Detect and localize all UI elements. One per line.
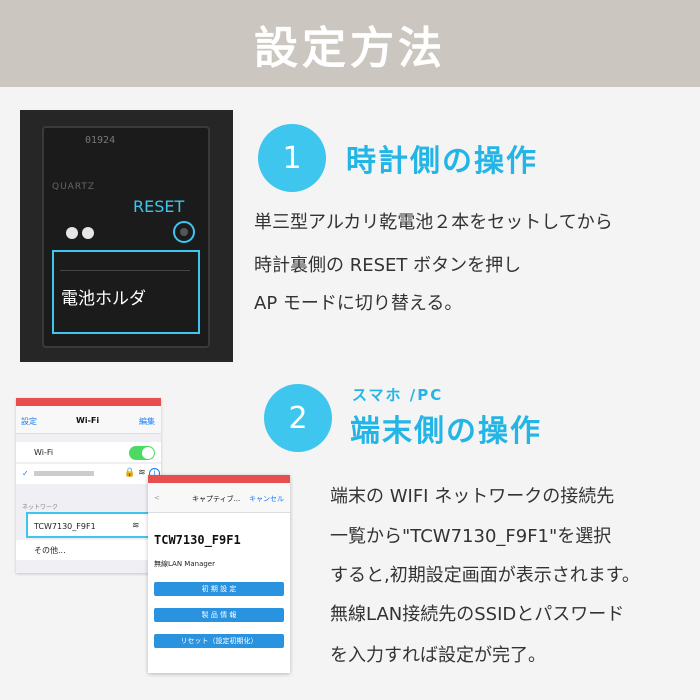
manager-label: 無線LAN Manager xyxy=(154,560,215,568)
step2-line: すると,初期設定画面が表示されます。 xyxy=(330,565,640,586)
step1-line: 時計裏側の RESET ボタンを押し xyxy=(254,255,522,276)
step2-line: 無線LAN接続先のSSIDとパスワード xyxy=(330,604,625,625)
step2-line: 端末の WIFI ネットワークの接続先 xyxy=(330,486,615,507)
edit-button[interactable]: 編集 xyxy=(139,417,155,426)
step1-line: AP モードに切り替える。 xyxy=(254,293,463,314)
status-bar xyxy=(16,398,161,406)
back-button[interactable]: 設定 xyxy=(21,417,37,426)
status-bar xyxy=(148,475,290,483)
step1-title: 時計側の操作 xyxy=(346,144,538,179)
wifi-toggle[interactable] xyxy=(129,446,155,460)
nav-bar: 設定 Wi-Fi 編集 xyxy=(16,406,161,434)
connected-network-name xyxy=(34,471,94,476)
battery-holder-label: 電池ホルダ xyxy=(61,289,146,309)
step2-badge: 2 xyxy=(264,384,332,452)
other-label: その他... xyxy=(34,546,66,555)
initial-setup-button[interactable]: 初 期 設 定 xyxy=(154,582,284,596)
battery-holder-highlight xyxy=(52,250,200,334)
network-row-tcw7130[interactable]: TCW7130_F9F1 ≋ xyxy=(26,512,157,538)
page-title: 設定方法 xyxy=(254,22,446,74)
product-info-button[interactable]: 製 品 情 報 xyxy=(154,608,284,622)
clock-photo: 01924 QUARTZ RESET 電池ホルダ xyxy=(20,110,233,362)
reset-settings-button[interactable]: リセット（設定初期化） xyxy=(154,634,284,648)
step2-title: 端末側の操作 xyxy=(350,414,542,449)
back-button[interactable]: < xyxy=(154,494,160,502)
step2-line: 一覧から"TCW7130_F9F1"を選択 xyxy=(330,526,612,547)
step2-line: を入力すれば設定が完了。 xyxy=(330,645,546,666)
wifi-toggle-row: Wi-Fi xyxy=(16,442,161,462)
indicator-dot xyxy=(82,227,94,239)
step1-line: 単三型アルカリ乾電池２本をセットしてから xyxy=(254,212,613,233)
model-digits: 01924 xyxy=(85,135,116,146)
wifi-icon: ≋ xyxy=(132,521,140,531)
header-banner: 設定方法 xyxy=(0,0,700,87)
step1-badge: 1 xyxy=(258,124,326,192)
ssid-title: TCW7130_F9F1 xyxy=(154,533,241,547)
indicator-dot xyxy=(66,227,78,239)
network-section-header: ネットワーク xyxy=(22,504,59,511)
nav-title: Wi-Fi xyxy=(76,416,100,425)
reset-button-highlight xyxy=(173,221,195,243)
reset-label: RESET xyxy=(133,197,185,216)
wifi-label: Wi-Fi xyxy=(34,448,54,457)
other-network-row[interactable]: その他... xyxy=(16,540,161,560)
captive-portal-screenshot: < キャプティブ... キャンセル TCW7130_F9F1 無線LAN Man… xyxy=(148,475,290,673)
battery-slot xyxy=(60,270,190,271)
nav-title: キャプティブ... xyxy=(192,495,241,503)
check-icon: ✓ xyxy=(22,469,29,478)
network-name: TCW7130_F9F1 xyxy=(34,522,96,531)
connected-network-row[interactable]: ✓ 🔒 ≋ i xyxy=(16,464,161,484)
step2-subtitle: スマホ /PC xyxy=(352,386,444,404)
lock-wifi-icon: 🔒 ≋ xyxy=(124,468,146,478)
cancel-button[interactable]: キャンセル xyxy=(249,495,284,503)
nav-bar: < キャプティブ... キャンセル xyxy=(148,483,290,513)
quartz-label: QUARTZ xyxy=(52,182,96,192)
wifi-settings-screenshot: 設定 Wi-Fi 編集 Wi-Fi ✓ 🔒 ≋ i ネットワーク TCW7130… xyxy=(16,398,161,573)
